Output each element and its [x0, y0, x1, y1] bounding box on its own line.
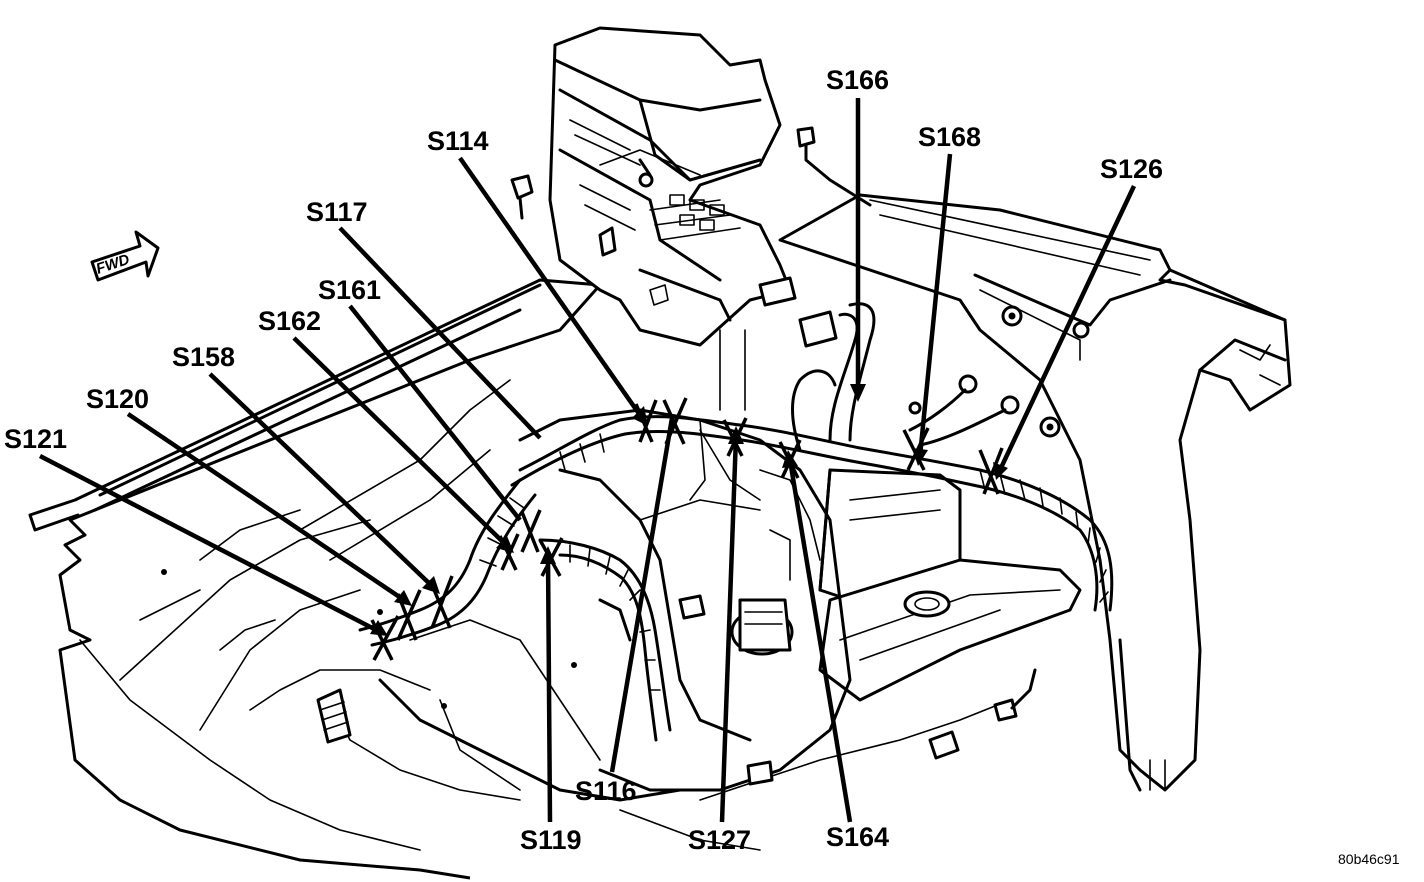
power-distribution-center: [510, 26, 872, 347]
leader-s121: [38, 454, 382, 634]
leader-s158: [208, 372, 434, 588]
right-fender-apron: [778, 193, 1292, 792]
callout-s127: S127: [688, 825, 751, 855]
leader-s127: [719, 435, 739, 823]
leader-s114: [458, 156, 644, 420]
splice-mark-s158: [428, 575, 454, 629]
callout-s161: S161: [318, 275, 381, 305]
callout-s162: S162: [258, 306, 321, 336]
callout-s114: S114: [427, 126, 489, 156]
leader-s117: [338, 226, 542, 440]
callout-s116: S116: [575, 776, 637, 806]
splice-mark-s114: [634, 399, 658, 443]
callout-s126: S126: [1100, 154, 1163, 184]
leader-s161: [348, 304, 522, 522]
callout-s168: S168: [918, 122, 981, 152]
splice-mark-s162: [498, 533, 520, 571]
callout-labels: S121 S120 S158 S162 S161 S117 S114 S166 …: [4, 65, 1163, 855]
callout-s117: S117: [306, 197, 368, 227]
leader-s162: [292, 336, 508, 547]
splice-mark-s164: [778, 439, 802, 479]
battery-tray: [818, 468, 1082, 702]
splice-mark-s126: [978, 447, 1004, 495]
leader-s120: [126, 412, 406, 602]
callout-s121: S121: [4, 424, 67, 454]
wiring-harness: [358, 302, 1114, 786]
leader-s116: [609, 417, 675, 773]
callout-s158: S158: [172, 342, 235, 372]
callout-s119: S119: [520, 825, 582, 855]
callout-leaders: [38, 98, 1137, 823]
figure-reference-code: 80b46c91: [1338, 851, 1400, 867]
splice-mark-s119: [538, 537, 564, 577]
callout-s166: S166: [826, 65, 889, 95]
leader-s119: [545, 555, 553, 823]
forward-arrow-icon: FWD: [90, 230, 160, 282]
splice-mark-s121: [370, 615, 400, 661]
splice-mark-s127: [722, 417, 748, 457]
leader-s168: [917, 153, 953, 457]
callout-s120: S120: [86, 384, 149, 414]
splice-mark-s116: [662, 397, 688, 445]
leader-s164: [787, 459, 853, 823]
callout-s164: S164: [826, 822, 889, 852]
leader-s126: [997, 185, 1137, 471]
splice-markers: [370, 397, 1004, 661]
splice-mark-s161: [520, 509, 542, 553]
splice-mark-s120: [396, 589, 422, 641]
splice-mark-s168: [902, 427, 930, 471]
